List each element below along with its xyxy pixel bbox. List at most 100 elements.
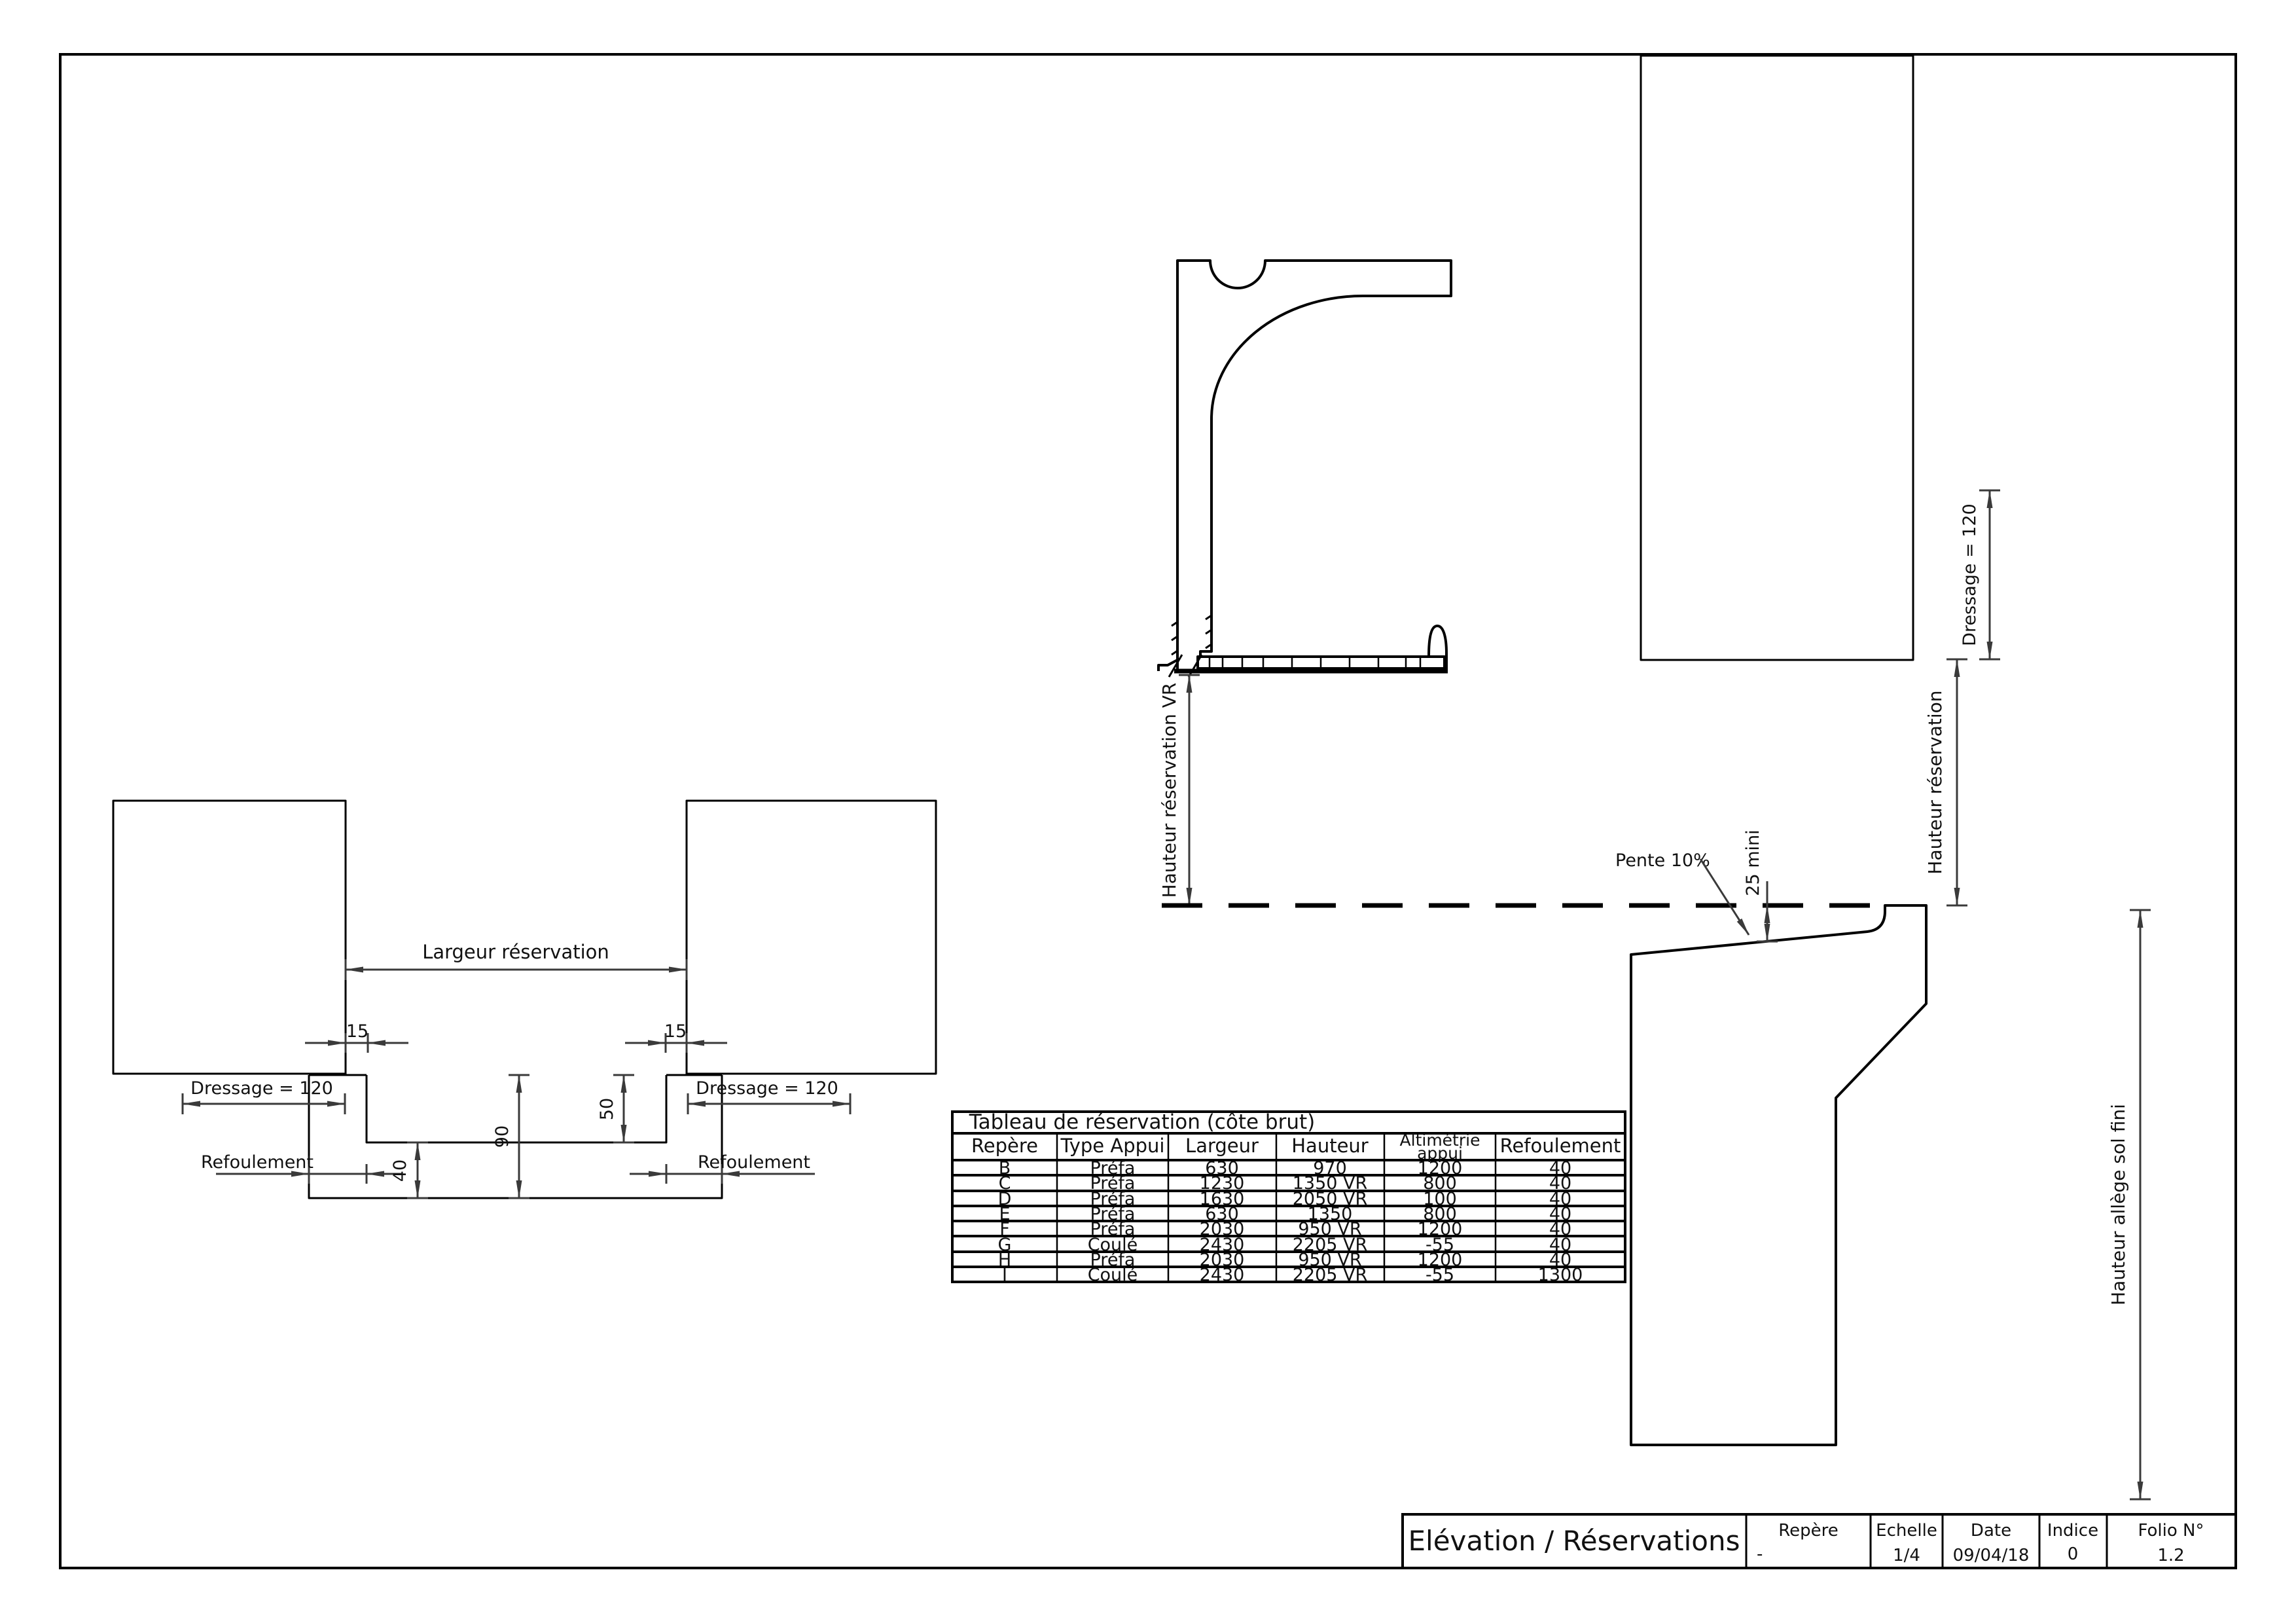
dim-90: 90 [492,1074,529,1199]
table-cell: Préfa [1090,1204,1136,1224]
largeur-reservation-label: Largeur réservation [422,941,609,963]
table-cell: H [998,1250,1011,1270]
title-block-dividers [1745,1514,2108,1568]
dim-hauteur-reservation-vr: Hauteur réservation VR [1158,674,1200,907]
table-cell: 40 [1549,1189,1571,1209]
table-row: C Préfa 1230 1350 VR 800 40 [999,1173,1572,1194]
table-body: B Préfa 630 970 1200 40 C Préfa 1230 135… [998,1158,1583,1285]
dim-40: 40 [390,1141,428,1199]
folio-header: Folio N° [2138,1521,2204,1541]
hauteur-reservation-vr-label: Hauteur réservation VR [1158,683,1180,898]
pente-annotation: Pente 10% [1615,850,1750,936]
refoulement-left-label: Refoulement [201,1152,314,1173]
table-cell: 40 [1549,1250,1571,1270]
table-cell: G [998,1235,1012,1255]
table-row: E Préfa 630 1350 800 40 [999,1204,1571,1224]
table-header: Refoulement [1500,1135,1621,1157]
sheet-border [59,53,2237,1569]
indice-header: Indice [2047,1521,2098,1541]
dim-15-left: 15 [305,1021,408,1053]
table-cell: 800 [1423,1173,1457,1194]
table-cell: 2030 [1200,1250,1245,1270]
dim-50: 50 [597,1074,634,1144]
table-cell: -55 [1426,1235,1454,1255]
echelle-value: 1/4 [1893,1546,1920,1565]
hauteur-reservation-label: Hauteur réservation [1924,690,1946,874]
dressage-right-label: Dressage = 120 [696,1078,838,1099]
table-cell: 1630 [1200,1189,1245,1209]
dim-90-label: 90 [492,1125,512,1148]
dim-50-label: 50 [597,1098,617,1120]
dim-refoulement-right: Refoulement [630,1152,815,1184]
lintel-profile-section: Hauteur réservation VR [1157,259,1452,907]
table-header: Hauteur [1291,1135,1369,1157]
table-row: F Préfa 2030 950 VR 1200 40 [999,1219,1571,1239]
repere-value: - [1757,1544,1763,1564]
table-cell: 40 [1549,1204,1571,1224]
drawing-title: Elévation / Réservations [1408,1525,1740,1557]
repere-header: Repère [1778,1521,1839,1541]
table-row: G Coulé 2430 2205 VR -55 40 [998,1235,1572,1255]
rail-end-hook [1427,625,1448,670]
table-cell: 630 [1205,1158,1239,1178]
table-cell: 2030 [1200,1219,1245,1239]
table-cell: Coulé [1088,1265,1138,1285]
table-row: D Préfa 1630 2050 VR 100 40 [998,1189,1572,1209]
table-title: Tableau de réservation (côte brut) [969,1110,1315,1134]
dim-dressage-right: Dressage = 120 [687,1078,852,1114]
table-cell: 2205 VR [1293,1265,1368,1285]
dim-25-mini: 25 mini [1743,830,1778,943]
table-cell: 1200 [1418,1219,1463,1239]
dim-hauteur-reservation: Hauteur réservation [1924,658,1967,907]
table-cell: Coulé [1088,1235,1138,1255]
table-cell: 800 [1423,1204,1457,1224]
table-cell: F [999,1219,1010,1239]
table-headers: Repère Type Appui Largeur Hauteur Altimé… [971,1131,1621,1163]
table-header: appui [1417,1144,1463,1163]
sill-concrete-hatch [1630,904,1928,1446]
table-cell: 2205 VR [1293,1235,1368,1255]
title-block: Elévation / Réservations Repère - Echell… [1401,1513,2237,1569]
dim-dressage-vertical: Dressage = 120 [1960,489,2000,661]
table-row: I Coulé 2430 2205 VR -55 1300 [1002,1265,1583,1285]
refoulement-right-label: Refoulement [698,1152,810,1173]
table-cell: 1300 [1538,1265,1583,1285]
table-row-lines [952,1132,1625,1268]
table-cell: 1230 [1200,1173,1245,1194]
table-cell: 100 [1423,1189,1457,1209]
table-cell: 950 VR [1298,1219,1361,1239]
table-cell: 1200 [1418,1158,1463,1178]
table-cell: Préfa [1090,1173,1136,1194]
table-cell: 40 [1549,1235,1571,1255]
right-sill-section: Dressage = 120 Hauteur réservation 25 mi… [1615,54,2151,1501]
table-cell: 970 [1313,1158,1347,1178]
hauteur-allege-label: Hauteur allège sol fini [2108,1104,2129,1305]
table-cell: 2430 [1200,1235,1245,1255]
table-cell: 1350 [1308,1204,1353,1224]
title-block-border [1401,1513,2237,1569]
table-cell: E [999,1204,1010,1224]
table-cell: 40 [1549,1173,1571,1194]
dim-refoulement-left: Refoulement [201,1152,403,1184]
profile-outline [1176,259,1452,672]
right-wall-hatch [685,799,937,1075]
table-cell: C [999,1173,1011,1194]
table-cell: 1200 [1418,1250,1463,1270]
echelle-header: Echelle [1876,1521,1937,1541]
mini-25-label: 25 mini [1743,830,1763,896]
table-cell: Préfa [1090,1219,1136,1239]
table-cell: 40 [1549,1158,1571,1178]
dim-15-right: 15 [625,1021,727,1053]
table-cell: I [1002,1265,1007,1285]
table-cell: Préfa [1090,1189,1136,1209]
dim-hauteur-allege: Hauteur allège sol fini [2108,909,2151,1501]
table-cell: 950 VR [1298,1250,1361,1270]
rail-cell-dividers [1208,657,1422,668]
break-marks [1168,614,1212,678]
dressage-left-label: Dressage = 120 [190,1078,333,1099]
table-header: Altimétrie [1400,1131,1480,1150]
dim-40-label: 40 [390,1159,410,1182]
